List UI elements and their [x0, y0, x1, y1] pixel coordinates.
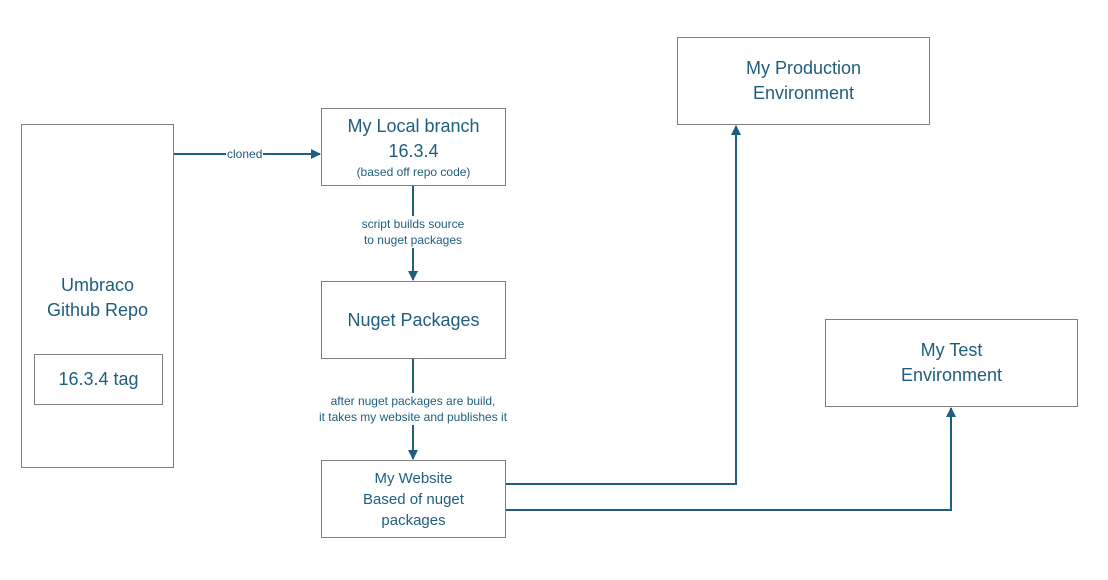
edge-website-to-production — [506, 125, 741, 485]
node-label-line: Github Repo — [46, 300, 149, 320]
node-label-line: 16.3.4 — [388, 141, 439, 161]
edge-label-cloned: cloned — [226, 146, 264, 162]
edge-label-script-builds: script builds source to nuget packages — [340, 216, 486, 248]
edge-label-line: script builds source — [361, 217, 465, 231]
node-local-branch: My Local branch 16.3.4 (based off repo c… — [321, 108, 506, 186]
node-label-line: packages — [381, 511, 446, 529]
node-label-line: Based of nuget — [363, 490, 464, 508]
node-label-line: My Production — [745, 58, 862, 78]
node-label-line: Environment — [752, 83, 855, 103]
node-label-line: My Website — [374, 469, 453, 487]
edge-label-line: to nuget packages — [363, 233, 463, 247]
edge-label-publish: after nuget packages are build, it takes… — [300, 393, 526, 425]
node-label-line: My Test — [920, 340, 983, 360]
node-production-environment: My Production Environment — [677, 37, 930, 125]
node-note: (based off repo code) — [356, 165, 471, 179]
node-label-line: Environment — [900, 365, 1003, 385]
node-label-line: Umbraco — [60, 275, 134, 295]
node-test-environment: My Test Environment — [825, 319, 1078, 407]
edge-label-line: it takes my website and publishes it — [318, 410, 508, 424]
node-umbraco-github-repo: Umbraco Github Repo 16.3.4 tag — [21, 124, 174, 468]
edge-label-line: after nuget packages are build, — [330, 394, 496, 408]
node-label-line: Nuget Packages — [347, 309, 480, 330]
node-repo-tag: 16.3.4 tag — [34, 354, 163, 405]
node-label-line: My Local branch — [347, 116, 480, 136]
node-nuget-packages: Nuget Packages — [321, 281, 506, 359]
edge-website-to-test — [506, 407, 956, 511]
node-my-website: My Website Based of nuget packages — [321, 460, 506, 538]
